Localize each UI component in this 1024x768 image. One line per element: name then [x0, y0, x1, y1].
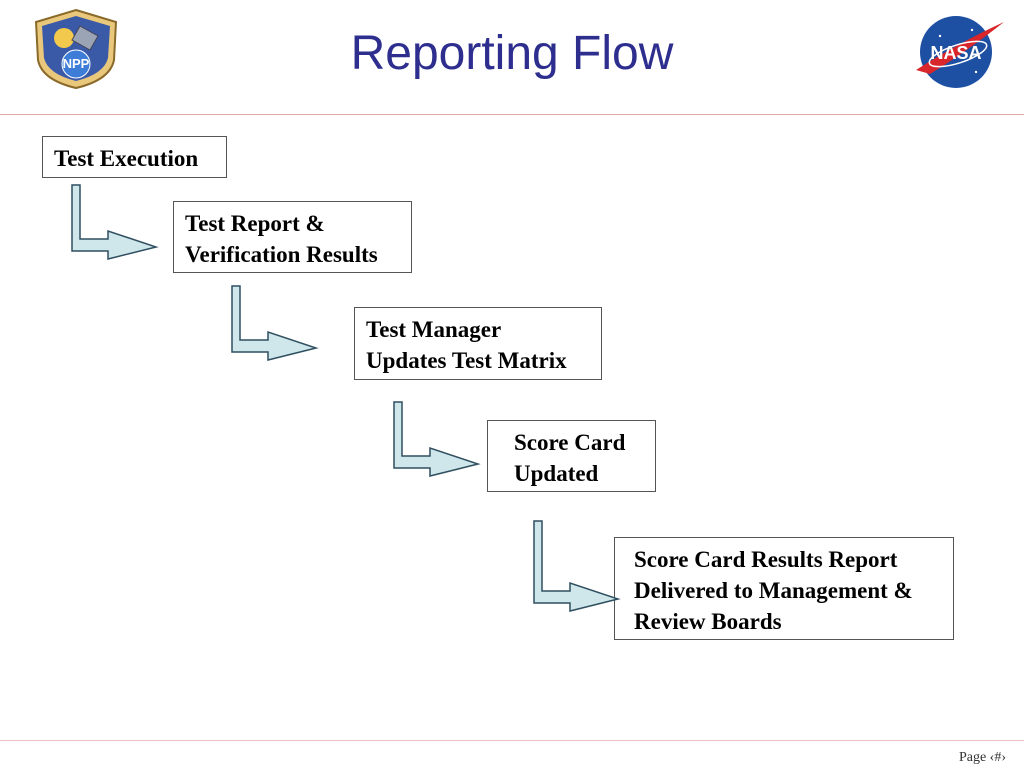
step-label: Verification Results	[185, 242, 378, 267]
flow-arrow-1-icon	[71, 184, 159, 260]
page-number: Page ‹#›	[958, 750, 1006, 765]
npp-logo-text: NPP	[63, 56, 90, 71]
footer-divider	[0, 740, 1024, 741]
step-label: Score Card	[514, 430, 626, 455]
step-label: Updated	[514, 461, 599, 486]
flow-arrow-4-icon	[533, 520, 621, 612]
step-score-card-report: Score Card Results Report Delivered to M…	[614, 537, 954, 640]
page-title: Reporting Flow	[350, 27, 674, 80]
flow-arrow-3-icon	[393, 401, 481, 477]
step-label: Score Card Results Report	[634, 547, 898, 572]
step-test-report: Test Report & Verification Results	[173, 201, 412, 273]
nasa-logo-text: NASA	[930, 43, 981, 63]
step-label: Review Boards	[634, 609, 782, 634]
step-label: Test Manager	[366, 317, 502, 342]
npp-logo: NPP	[34, 8, 118, 90]
step-label: Updates Test Matrix	[366, 348, 567, 373]
step-label: Delivered to Management &	[634, 578, 913, 603]
step-test-execution: Test Execution	[42, 136, 227, 178]
header-divider	[0, 114, 1024, 115]
step-label: Test Report &	[185, 211, 325, 236]
step-score-card-updated: Score Card Updated	[487, 420, 656, 492]
flow-arrow-2-icon	[231, 285, 319, 361]
step-test-manager: Test Manager Updates Test Matrix	[354, 307, 602, 380]
nasa-logo: NASA	[916, 16, 1004, 88]
step-label: Test Execution	[54, 146, 199, 171]
